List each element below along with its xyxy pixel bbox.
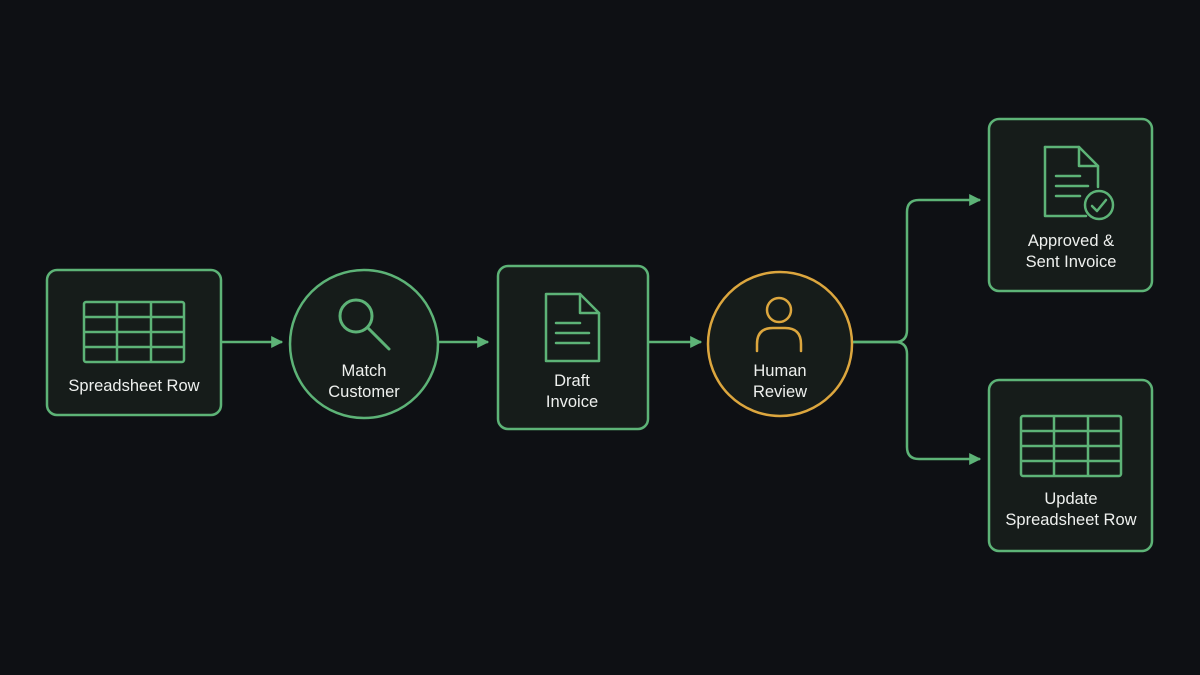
node-label-line1: Human [753,362,806,380]
node-label-line1: Update [1044,490,1097,508]
node-human-review: Human Review [706,270,854,418]
node-frame [288,268,440,420]
user-icon [755,296,803,353]
node-frame [45,268,223,417]
node-spreadsheet-row: Spreadsheet Row [45,268,223,417]
spreadsheet-icon [1019,414,1123,478]
connectors [221,194,982,465]
node-frame [987,117,1154,293]
node-frame [987,378,1154,553]
node-label: Spreadsheet Row [68,377,199,395]
node-label-line2: Invoice [546,393,598,411]
node-label-line2: Customer [328,383,400,401]
node-label-line1: Approved & [1028,232,1114,250]
node-label-line2: Spreadsheet Row [1005,511,1136,529]
node-match-customer: Match Customer [288,268,440,420]
node-label-line2: Review [753,383,807,401]
node-label-line2: Sent Invoice [1026,253,1117,271]
document-icon [544,292,601,363]
node-frame [706,270,854,418]
node-update-spreadsheet-row: Update Spreadsheet Row [987,378,1154,553]
search-icon [338,298,391,351]
edge-review-to-approved [853,194,982,344]
document-check-icon [1043,145,1115,221]
node-label-line1: Draft [554,372,590,390]
edge-review-to-update [853,340,982,465]
node-label-line1: Match [342,362,387,380]
node-draft-invoice: Draft Invoice [496,264,650,431]
node-approved-sent-invoice: Approved & Sent Invoice [987,117,1154,293]
spreadsheet-icon [82,300,186,364]
node-frame [496,264,650,431]
